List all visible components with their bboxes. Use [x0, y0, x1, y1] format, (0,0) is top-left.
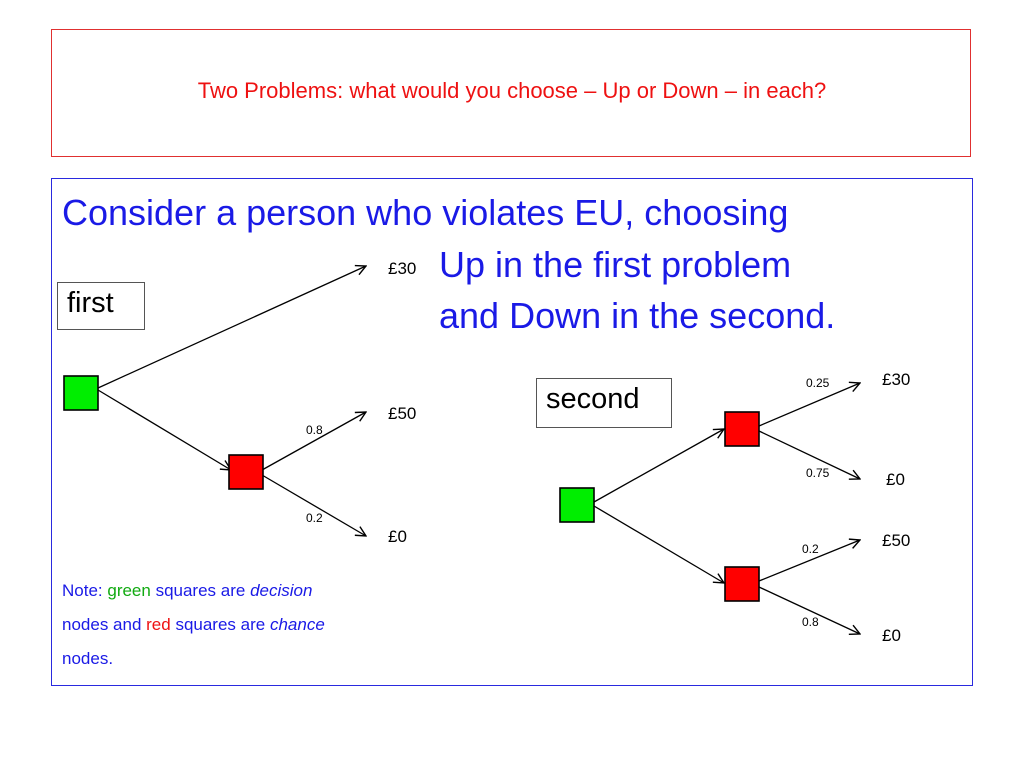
first-payoff-up: £30 — [388, 259, 417, 278]
content-box — [51, 178, 973, 686]
second-down-chance-low — [758, 586, 860, 634]
note-green-word: green — [107, 581, 151, 600]
second-decision-node — [559, 487, 595, 523]
first-prob-low: 0.2 — [306, 511, 323, 525]
note-part2: squares are — [150, 581, 251, 600]
heading-line-2: Up in the first problem — [439, 244, 792, 285]
first-decision-node — [63, 375, 99, 411]
second-branch-up — [593, 429, 724, 503]
note-part4: squares are — [170, 615, 270, 634]
note-red-word: red — [146, 615, 171, 634]
note-decision-word: decision — [250, 581, 313, 600]
note-chance-word: chance — [269, 615, 325, 634]
first-payoff-chance-high: £50 — [388, 404, 417, 423]
second-problem-label: second — [536, 378, 672, 428]
legend-note: Note: green squares are decision nodes a… — [62, 574, 432, 676]
second-down-prob-low: 0.8 — [802, 615, 819, 629]
second-down-payoff-high: £50 — [882, 531, 911, 550]
second-up-payoff-low: £0 — [886, 470, 905, 489]
second-up-payoff-high: £30 — [882, 370, 911, 389]
second-up-prob-high: 0.25 — [806, 376, 830, 390]
second-up-prob-low: 0.75 — [806, 466, 830, 480]
note-prefix: Note: — [62, 581, 108, 600]
heading-line-3: and Down in the second. — [439, 295, 836, 336]
second-down-payoff-low: £0 — [882, 626, 901, 645]
first-chance-branch-low — [261, 474, 366, 536]
second-down-chance-high — [758, 540, 860, 582]
second-up-chance-node — [724, 411, 760, 447]
first-branch-down — [97, 389, 231, 470]
first-chance-branch-high — [261, 412, 366, 471]
first-prob-high: 0.8 — [306, 423, 323, 437]
heading-line-1: Consider a person who violates EU, choos… — [62, 192, 789, 233]
first-chance-node — [228, 454, 264, 490]
title-box — [51, 29, 971, 157]
second-up-chance-high — [758, 383, 860, 427]
second-branch-down — [593, 505, 724, 583]
note-part5: nodes. — [62, 649, 114, 668]
first-payoff-chance-low: £0 — [388, 527, 407, 546]
second-down-chance-node — [724, 566, 760, 602]
note-part3: nodes and — [62, 615, 147, 634]
second-down-prob-high: 0.2 — [802, 542, 819, 556]
second-up-chance-low — [758, 430, 860, 479]
first-problem-label: first — [57, 282, 145, 330]
first-branch-up — [97, 266, 366, 389]
slide-title: Two Problems: what would you choose – Up… — [197, 78, 827, 103]
